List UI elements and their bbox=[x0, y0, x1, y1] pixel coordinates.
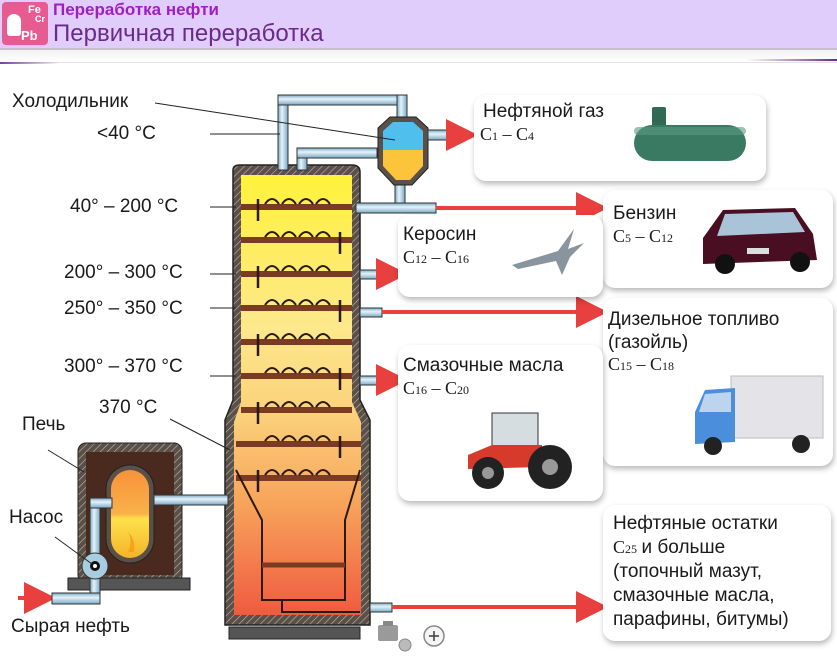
column-interior bbox=[234, 175, 361, 615]
vapor-pipes bbox=[277, 94, 437, 214]
bubble-cap bbox=[315, 299, 331, 306]
label-temp-300-370: 300° – 370 °C bbox=[64, 356, 183, 377]
bubble-cap bbox=[281, 435, 297, 442]
tray bbox=[236, 475, 361, 481]
tray bbox=[241, 407, 352, 413]
outlet-pipes bbox=[359, 269, 393, 613]
tractor-icon bbox=[468, 412, 572, 489]
bubble-cap bbox=[281, 333, 297, 340]
bubble-cap bbox=[315, 333, 331, 340]
toolbar-divider bbox=[0, 50, 837, 64]
label-furnace: Печь bbox=[22, 414, 66, 435]
cooler-vessel bbox=[377, 116, 429, 186]
bubble-cap bbox=[264, 265, 280, 272]
bubble-cap bbox=[281, 299, 297, 306]
bubble-cap bbox=[315, 367, 331, 374]
bubble-cap bbox=[298, 435, 314, 442]
jet-icon bbox=[512, 229, 584, 275]
video-camera-icon[interactable] bbox=[378, 621, 412, 652]
bubble-cap bbox=[281, 469, 297, 476]
bubble-cap bbox=[315, 401, 331, 408]
bubble-cap bbox=[315, 231, 331, 238]
column-base bbox=[228, 626, 361, 640]
zoom-in-icon[interactable] bbox=[423, 625, 445, 647]
furnace bbox=[67, 442, 191, 591]
tray bbox=[241, 373, 352, 379]
label-crude-oil: Сырая нефть bbox=[11, 616, 130, 637]
bubble-cap bbox=[264, 435, 280, 442]
bubble-cap bbox=[298, 231, 314, 238]
bubble-cap bbox=[298, 401, 314, 408]
label-pump: Насос bbox=[9, 507, 64, 528]
truck-icon bbox=[695, 375, 824, 455]
product-card-lubricants: Смазочные масла C16 – C20 bbox=[398, 345, 603, 501]
bubble-cap bbox=[281, 265, 297, 272]
bubble-cap bbox=[298, 198, 314, 205]
bubble-cap bbox=[264, 231, 280, 238]
tray bbox=[241, 271, 352, 277]
section-subject: Переработка нефти bbox=[53, 0, 219, 19]
tray bbox=[241, 204, 352, 210]
product-card-gas: Нефтяной газ C1 – C4 bbox=[474, 95, 766, 181]
tray bbox=[241, 237, 352, 243]
bubble-cap bbox=[315, 435, 331, 442]
bubble-cap bbox=[315, 198, 331, 205]
tray bbox=[236, 441, 361, 447]
bubble-cap bbox=[281, 198, 297, 205]
bubble-cap bbox=[298, 469, 314, 476]
gas-tank-icon bbox=[634, 107, 746, 161]
tray bbox=[241, 305, 352, 311]
product-card-gasoline: Бензин C5 – C12 bbox=[603, 190, 833, 288]
bubble-cap bbox=[315, 469, 331, 476]
label-temp-370: 370 °C bbox=[99, 397, 158, 418]
label-cooler: Холодильник bbox=[12, 91, 129, 112]
bubble-cap bbox=[281, 231, 297, 238]
label-temp-250-350: 250° – 350 °C bbox=[64, 298, 183, 319]
label-temp-200-300: 200° – 300 °C bbox=[64, 262, 183, 283]
product-arrows bbox=[18, 119, 608, 623]
bubble-cap bbox=[298, 265, 314, 272]
bubble-cap bbox=[264, 333, 280, 340]
column-trays bbox=[236, 198, 361, 492]
tray bbox=[241, 339, 352, 345]
bubble-cap bbox=[298, 333, 314, 340]
bubble-cap bbox=[264, 367, 280, 374]
label-temp-below-40: <40 °C bbox=[97, 123, 156, 144]
label-temp-40-200: 40° – 200 °C bbox=[70, 196, 179, 217]
product-card-residues: Нефтяные остатки C25 и больше (топочный … bbox=[603, 505, 831, 641]
bubble-cap bbox=[264, 198, 280, 205]
bubble-cap bbox=[315, 265, 331, 272]
chemistry-logo-icon: Fe Cr Pb bbox=[2, 2, 48, 45]
bubble-cap bbox=[264, 469, 280, 476]
bubble-cap bbox=[281, 401, 297, 408]
bubble-cap bbox=[298, 299, 314, 306]
car-icon bbox=[703, 208, 817, 274]
bubble-cap bbox=[298, 367, 314, 374]
product-card-diesel: Дизельное топливо (газойль) C15 – C18 bbox=[603, 298, 833, 466]
bubble-cap bbox=[264, 299, 280, 306]
bubble-cap bbox=[281, 367, 297, 374]
product-card-kerosene: Керосин C12 – C16 bbox=[398, 215, 603, 297]
bubble-cap bbox=[264, 401, 280, 408]
header: Fe Cr Pb Переработка нефти Первичная пер… bbox=[0, 0, 837, 50]
page-title: Первичная переработка bbox=[53, 20, 324, 47]
